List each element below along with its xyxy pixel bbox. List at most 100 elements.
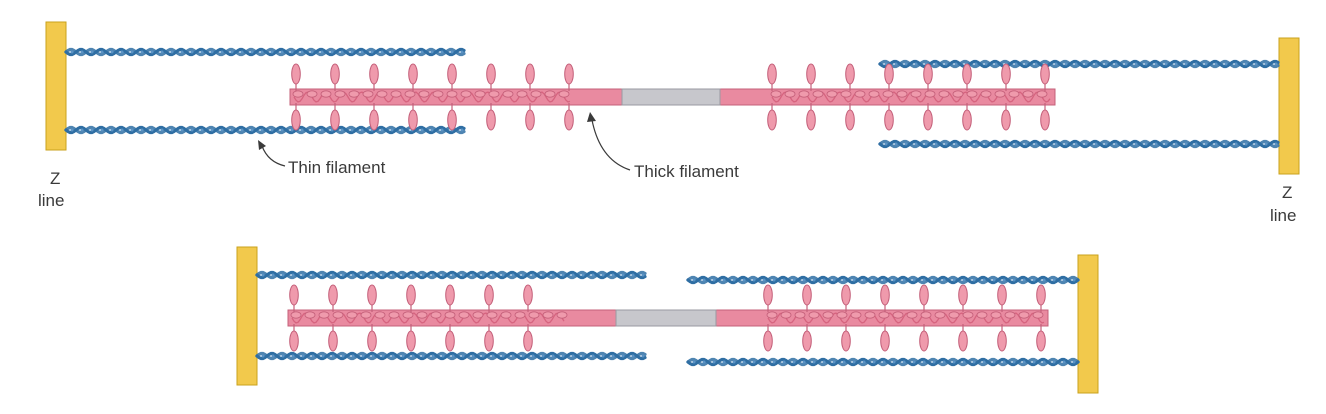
myosin-head xyxy=(763,284,773,306)
myosin-loop xyxy=(938,90,950,98)
myosin-loop xyxy=(906,311,918,319)
actin-monomer xyxy=(460,50,464,54)
actin-monomer xyxy=(1134,62,1138,66)
actin-monomer xyxy=(942,360,946,364)
myosin-loop xyxy=(374,311,386,319)
thick-filament-label-group: Thick filament xyxy=(587,112,739,181)
relaxed-sarcomere xyxy=(45,21,1300,175)
actin-monomer xyxy=(1224,62,1228,66)
actin-monomer xyxy=(1054,62,1058,66)
actin-monomer xyxy=(914,142,918,146)
actin-monomer xyxy=(944,142,948,146)
myosin-loop xyxy=(794,311,806,319)
actin-monomer xyxy=(984,142,988,146)
actin-monomer xyxy=(1234,142,1238,146)
actin-monomer xyxy=(70,128,74,132)
actin-monomer xyxy=(341,273,345,277)
myosin-head xyxy=(369,109,379,131)
myosin-loop xyxy=(864,311,876,319)
myosin-loop xyxy=(770,90,782,98)
myosin-head xyxy=(484,330,494,352)
thin-filament-left-bottom-contracted xyxy=(255,351,647,361)
myosin-loop xyxy=(836,311,848,319)
myosin-head xyxy=(767,109,777,131)
actin-monomer xyxy=(240,128,244,132)
actin-monomer xyxy=(140,50,144,54)
actin-monomer xyxy=(932,360,936,364)
actin-monomer xyxy=(1174,142,1178,146)
myosin-head xyxy=(564,63,574,85)
myosin-head xyxy=(845,109,855,131)
actin-monomer xyxy=(964,142,968,146)
z-line-left xyxy=(45,21,67,151)
actin-monomer xyxy=(1032,278,1036,282)
myosin-head xyxy=(841,284,851,306)
myosin-head xyxy=(923,63,933,85)
actin-monomer xyxy=(471,354,475,358)
actin-monomer xyxy=(440,50,444,54)
actin-monomer xyxy=(511,354,515,358)
actin-monomer xyxy=(1032,360,1036,364)
actin-monomer xyxy=(130,128,134,132)
thin-filament-arrowhead xyxy=(258,140,266,150)
actin-monomer xyxy=(170,50,174,54)
actin-monomer xyxy=(150,50,154,54)
myosin-loop xyxy=(966,90,978,98)
actin-monomer xyxy=(942,278,946,282)
actin-monomer xyxy=(220,50,224,54)
myosin-head xyxy=(330,109,340,131)
actin-monomer xyxy=(100,50,104,54)
myosin-loop xyxy=(390,90,402,98)
actin-monomer xyxy=(1264,142,1268,146)
actin-monomer xyxy=(411,273,415,277)
actin-monomer xyxy=(430,50,434,54)
z-line-right-label-line: line xyxy=(1270,206,1296,225)
actin-monomer xyxy=(1194,62,1198,66)
thin-filament-left-bottom xyxy=(64,125,466,135)
actin-monomer xyxy=(521,273,525,277)
actin-monomer xyxy=(1024,142,1028,146)
actin-monomer xyxy=(812,360,816,364)
actin-monomer xyxy=(1072,360,1076,364)
actin-monomer xyxy=(1002,278,1006,282)
myosin-loop xyxy=(444,311,456,319)
myosin-head xyxy=(1001,63,1011,85)
actin-monomer xyxy=(611,354,615,358)
actin-monomer xyxy=(261,273,265,277)
myosin-loop xyxy=(920,311,932,319)
actin-monomer xyxy=(1234,62,1238,66)
actin-monomer xyxy=(752,360,756,364)
actin-monomer xyxy=(832,360,836,364)
myosin-loop xyxy=(432,90,444,98)
actin-monomer xyxy=(330,50,334,54)
myosin-head xyxy=(408,63,418,85)
actin-monomer xyxy=(752,278,756,282)
actin-monomer xyxy=(420,128,424,132)
actin-monomer xyxy=(962,278,966,282)
myosin-loop xyxy=(1036,90,1048,98)
actin-monomer xyxy=(994,142,998,146)
actin-monomer xyxy=(370,50,374,54)
thin-filament-right-bottom xyxy=(878,139,1280,149)
actin-monomer xyxy=(822,360,826,364)
actin-monomer xyxy=(451,273,455,277)
actin-monomer xyxy=(431,354,435,358)
myosin-head xyxy=(806,109,816,131)
myosin-loop xyxy=(334,90,346,98)
actin-monomer xyxy=(862,278,866,282)
actin-monomer xyxy=(882,360,886,364)
actin-monomer xyxy=(1124,142,1128,146)
myosin-loop xyxy=(446,90,458,98)
myosin-loop xyxy=(514,311,526,319)
actin-monomer xyxy=(491,354,495,358)
actin-monomer xyxy=(351,273,355,277)
actin-monomer xyxy=(1062,360,1066,364)
actin-monomer xyxy=(1052,278,1056,282)
actin-monomer xyxy=(904,142,908,146)
actin-monomer xyxy=(982,278,986,282)
actin-monomer xyxy=(1144,142,1148,146)
actin-monomer xyxy=(120,50,124,54)
actin-monomer xyxy=(1064,142,1068,146)
actin-monomer xyxy=(792,278,796,282)
